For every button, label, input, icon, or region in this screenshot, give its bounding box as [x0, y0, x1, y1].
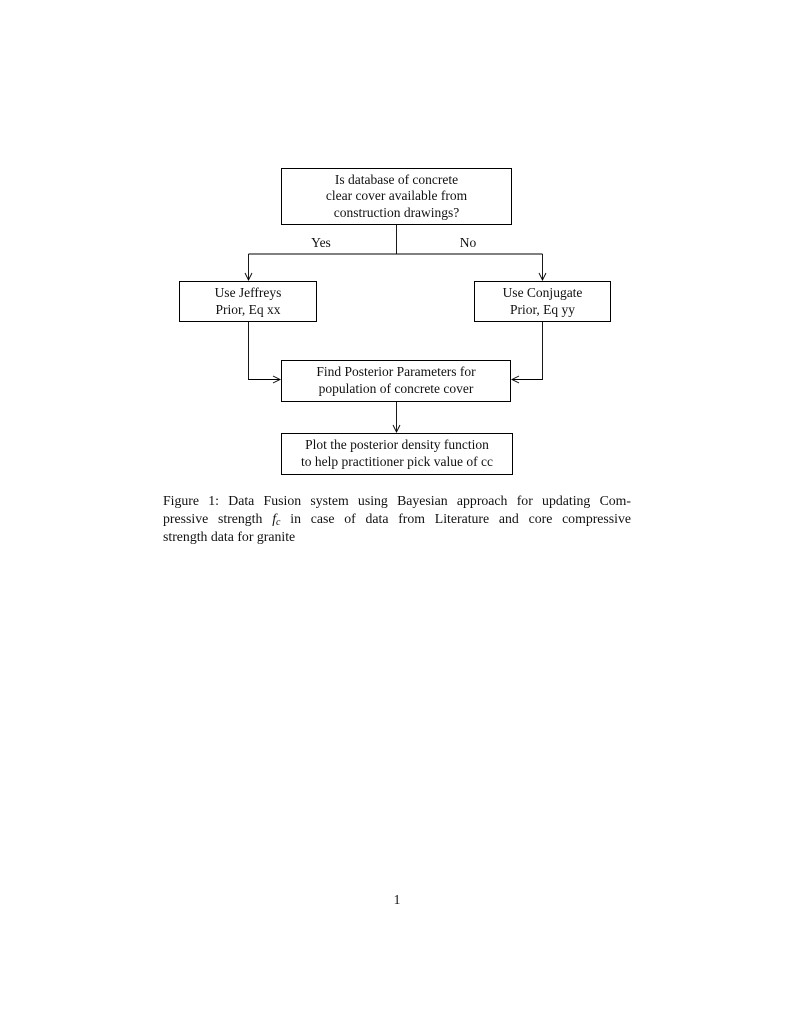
flow-node-plot-line2: to help practitioner pick value of cc	[301, 454, 493, 469]
flow-node-posterior-parameters: Find Posterior Parameters for population…	[281, 360, 511, 402]
flow-node-posterior-line1: Find Posterior Parameters for	[316, 364, 476, 380]
figure-caption: Figure 1: Data Fusion system using Bayes…	[163, 492, 631, 547]
math-fc-symbol: fc	[272, 511, 281, 529]
flow-node-conjugate-prior: Use Conjugate Prior, Eq yy	[474, 281, 611, 322]
flow-node-plot-density: Plot the posterior density function to h…	[281, 433, 513, 475]
branch-label-no: No	[459, 235, 477, 250]
page-number: 1	[393, 892, 401, 907]
figure-caption-line2-pre: pressive strength	[163, 511, 263, 527]
connector-left-elbow	[248, 322, 282, 384]
flow-node-jeffreys-line1: Use Jeffreys	[214, 284, 282, 300]
math-fc-subscript: c	[276, 517, 281, 529]
flow-node-jeffreys-line2: Prior, Eq xx	[215, 301, 281, 317]
figure-caption-line2-post: in case of data from Literature and core…	[290, 511, 632, 527]
branch-label-yes: Yes	[311, 235, 331, 250]
flow-node-posterior-line2: population of concrete cover	[318, 381, 474, 396]
figure-caption-line3: strength data for granite	[163, 529, 296, 545]
connector-right-elbow	[510, 322, 543, 384]
flow-node-question-line3: construction drawings?	[333, 204, 460, 220]
flow-node-question-line1: Is database of concrete	[334, 171, 459, 187]
figure-caption-line2: pressive strength fc in case of data fro…	[163, 510, 631, 528]
flow-node-jeffreys-prior: Use Jeffreys Prior, Eq xx	[179, 281, 317, 322]
flow-node-question-line2: clear cover available from	[325, 188, 468, 204]
flow-node-plot-line1: Plot the posterior density function	[305, 437, 489, 453]
flow-node-conjugate-line1: Use Conjugate	[502, 284, 583, 300]
flow-node-question: Is database of concrete clear cover avai…	[281, 168, 512, 225]
flow-node-conjugate-line2: Prior, Eq yy	[509, 301, 576, 317]
figure-caption-line1: Figure 1: Data Fusion system using Bayes…	[163, 493, 631, 508]
math-fc-base: f	[272, 511, 277, 527]
